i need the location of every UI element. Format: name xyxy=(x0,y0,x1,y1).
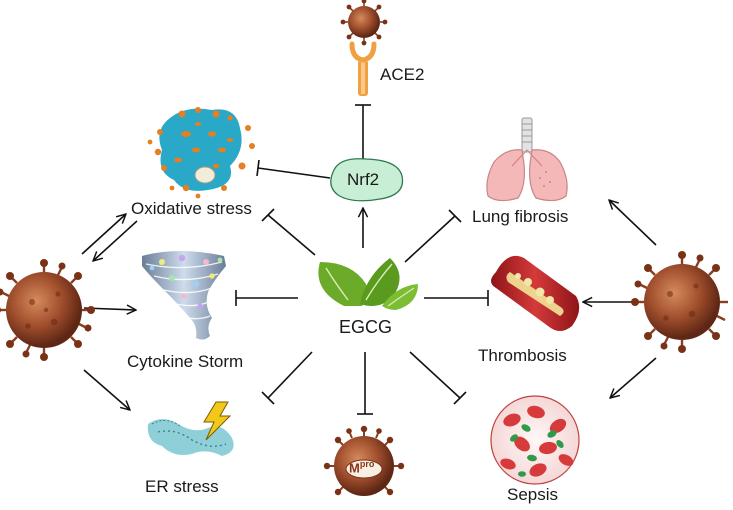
mpro-main: M xyxy=(349,460,360,476)
virus-icon xyxy=(0,259,95,361)
ace2-receptor-icon xyxy=(349,41,377,96)
nrf2-shape xyxy=(330,158,404,202)
blood-cells-icon xyxy=(490,395,580,485)
inhibit-oxidative-stress xyxy=(261,208,316,256)
vessel-icon xyxy=(491,255,580,331)
ace2-label: ACE2 xyxy=(380,65,425,84)
arrow-virus-to-er xyxy=(83,369,130,410)
arrow-virus-to-lung xyxy=(609,200,657,246)
lightning-icon xyxy=(203,401,232,441)
er-stress-label: ER stress xyxy=(145,477,219,496)
tornado-icon xyxy=(142,251,226,340)
oxidative-stress-label: Oxidative stress xyxy=(131,199,252,218)
arrow-virus-to-sepsis xyxy=(610,357,657,398)
inhibit-er-stress xyxy=(261,351,313,405)
inhibit-lung-fibrosis xyxy=(404,209,462,263)
thrombosis-label: Thrombosis xyxy=(478,346,567,365)
mpro-virus-icon xyxy=(323,425,405,496)
cytokine-storm-label: Cytokine Storm xyxy=(127,352,244,371)
edges xyxy=(81,104,657,415)
nrf2-label: Nrf2 xyxy=(347,170,380,189)
arrow-virus-to-oxidative xyxy=(81,214,126,255)
leaf-icon xyxy=(318,258,418,310)
inhibit-sepsis xyxy=(409,351,467,405)
inhibit-thrombosis xyxy=(424,290,489,306)
cell-icon xyxy=(147,107,255,199)
inhibit-mpro xyxy=(357,352,373,415)
arrow-oxidative-to-virus xyxy=(93,220,138,261)
virus-icon xyxy=(631,251,728,353)
egcg-label: EGCG xyxy=(339,317,393,337)
mpro-superscript: pro xyxy=(359,459,375,469)
inhibit-cytokine-storm xyxy=(235,290,298,306)
mpro-label: Mpro xyxy=(349,459,375,476)
sepsis-label: Sepsis xyxy=(507,485,559,504)
lung-fibrosis-label: Lung fibrosis xyxy=(472,207,569,226)
inhibit-nrf2-to-ace2 xyxy=(355,104,371,160)
virus-icon xyxy=(340,0,388,46)
inhibit-nrf2-to-oxidative xyxy=(256,159,331,179)
lung-icon xyxy=(486,117,568,202)
